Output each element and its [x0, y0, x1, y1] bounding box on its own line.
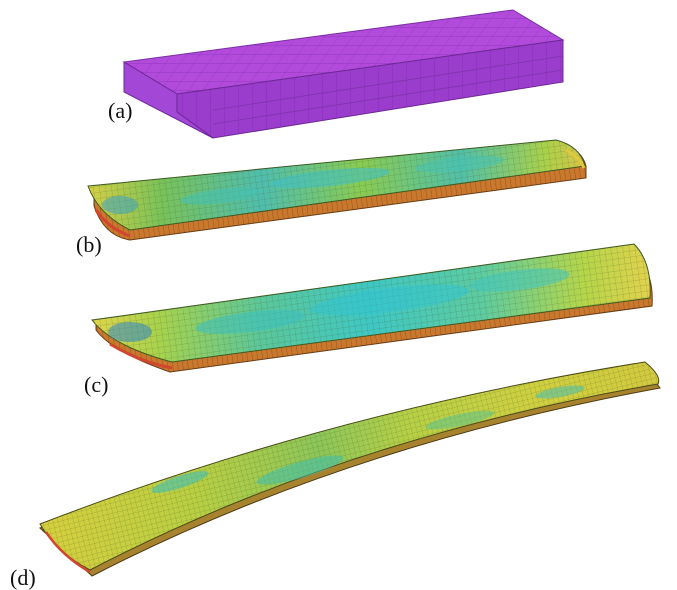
panel-a-block: [122, 9, 565, 139]
panel-c-label: (c): [84, 372, 109, 397]
panel-d-plate: [39, 361, 661, 577]
panel-a-side-face: [123, 61, 214, 139]
panel-d-label: (d): [10, 565, 36, 590]
panel-b-plate: [87, 139, 587, 241]
panel-a-label: (a): [108, 98, 133, 123]
panel-b-label: (b): [76, 232, 102, 257]
panel-c-plate: [91, 243, 653, 373]
